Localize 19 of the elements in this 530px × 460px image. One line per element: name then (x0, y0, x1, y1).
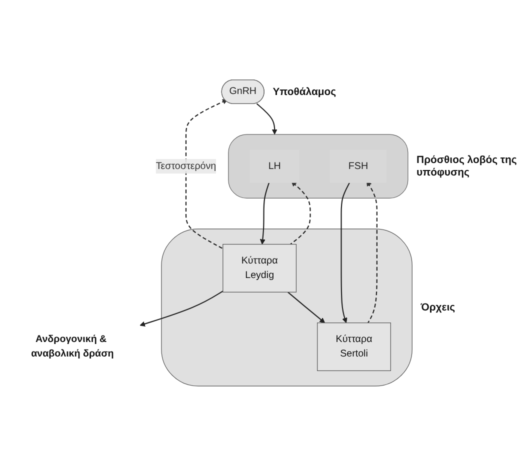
node-box: Κύτταρα Leydig (222, 244, 297, 292)
beside-label: Υποθάλαμος (272, 86, 336, 98)
node-text: Ανδρογονική & αναβολική δράση (31, 334, 114, 360)
arrow (366, 180, 378, 324)
cluster (228, 134, 408, 199)
cluster (161, 228, 412, 386)
node-box: Κύτταρα Sertoli (317, 322, 391, 372)
node-text: FSH (348, 160, 368, 172)
arrow (288, 292, 326, 324)
beside-label: Πρόσθιος λοβός της υπόφυσης (416, 154, 518, 179)
arrow (260, 182, 270, 245)
arrow (185, 99, 228, 250)
arrow (256, 103, 278, 135)
arrow (340, 182, 350, 324)
arrow (140, 290, 224, 327)
node-text: LH (268, 160, 281, 172)
edge-label: Τεστοστερόνη (156, 160, 216, 172)
arrow (290, 181, 311, 245)
beside-label: Όρχεις (420, 301, 456, 314)
